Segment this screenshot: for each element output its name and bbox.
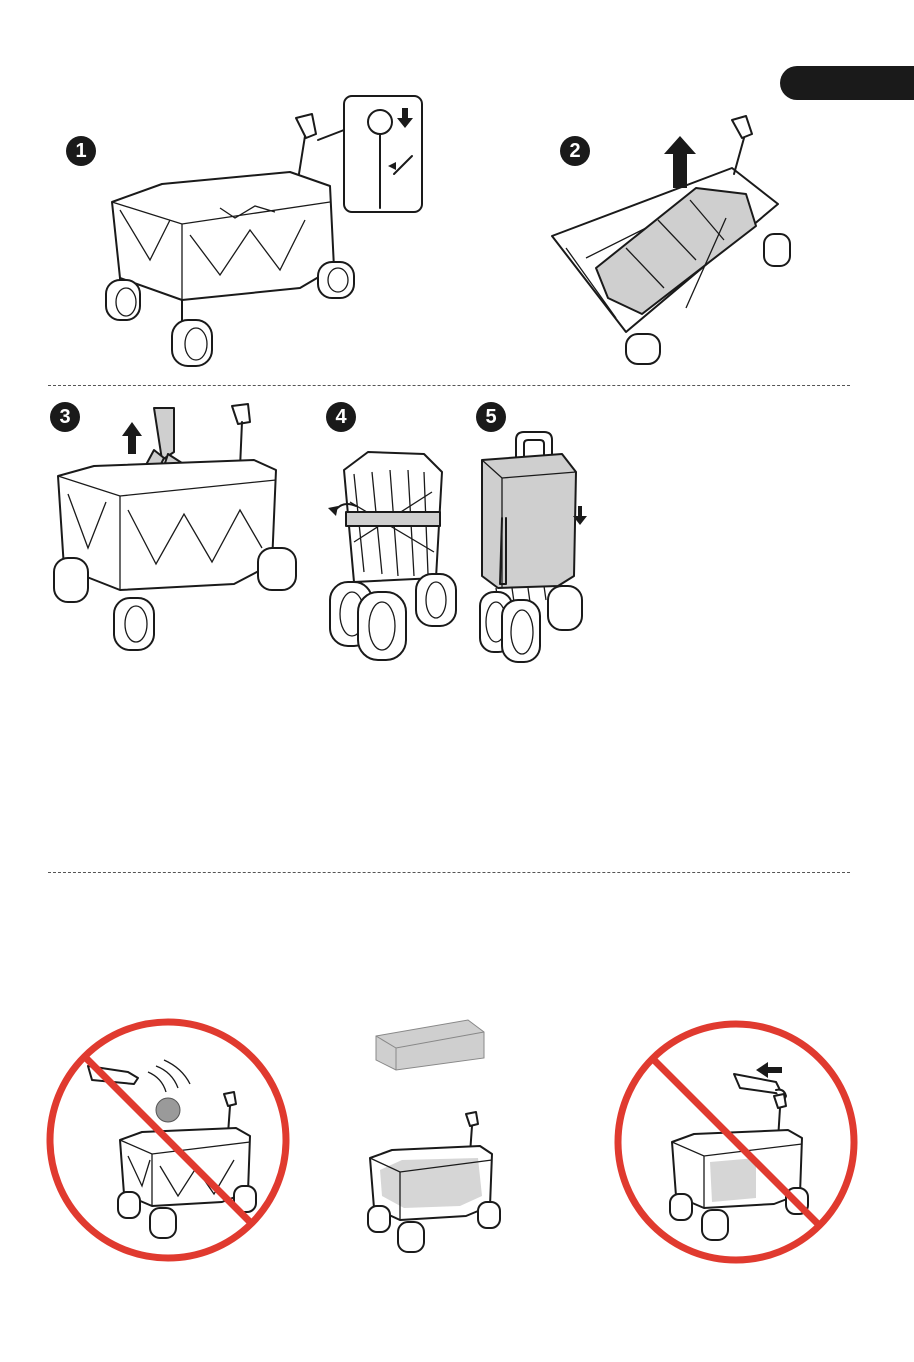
section-divider (48, 385, 850, 386)
wagon-folded-strapped-illustration (324, 442, 464, 682)
black-tab-marker (780, 66, 914, 100)
wagon-unlock-handle-illustration (90, 90, 520, 370)
wagon-lift-floor-illustration (546, 108, 846, 378)
section-divider (48, 872, 850, 873)
no-loading-outside-illustration (606, 1012, 866, 1272)
wagon-cover-bag-illustration (472, 426, 612, 666)
wagon-pull-strap-illustration (44, 398, 314, 658)
correct-load-placement-illustration (350, 1010, 540, 1260)
step-badge-4: 4 (326, 402, 356, 432)
no-throwing-objects-illustration (38, 1010, 298, 1270)
